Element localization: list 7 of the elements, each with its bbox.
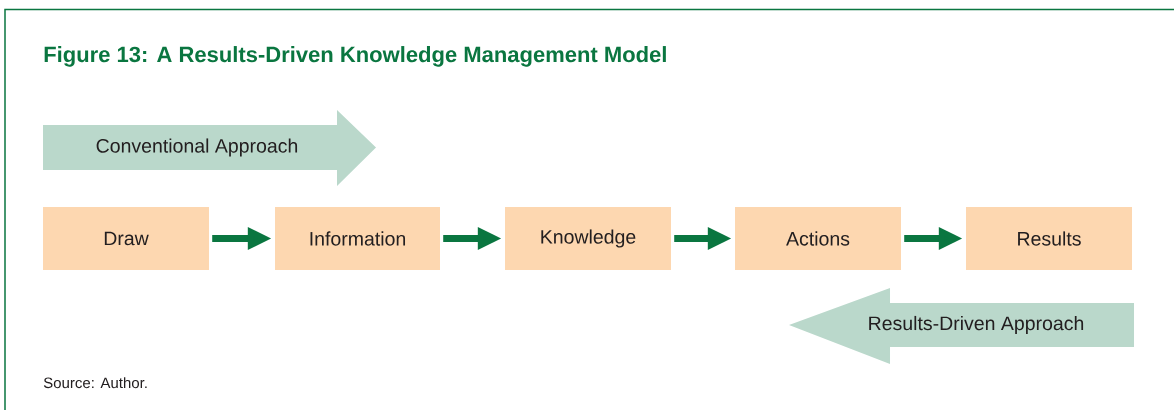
- source-note: Source: Author.: [43, 377, 147, 389]
- process-box: Results: [966, 207, 1132, 270]
- process-box: Draw: [43, 207, 209, 270]
- process-box: Information: [275, 207, 440, 270]
- process-box: Knowledge: [505, 207, 671, 270]
- process-box: Actions: [735, 207, 901, 270]
- title: Figure 13: A Results-Driven Knowledge Management Model: [44, 46, 666, 67]
